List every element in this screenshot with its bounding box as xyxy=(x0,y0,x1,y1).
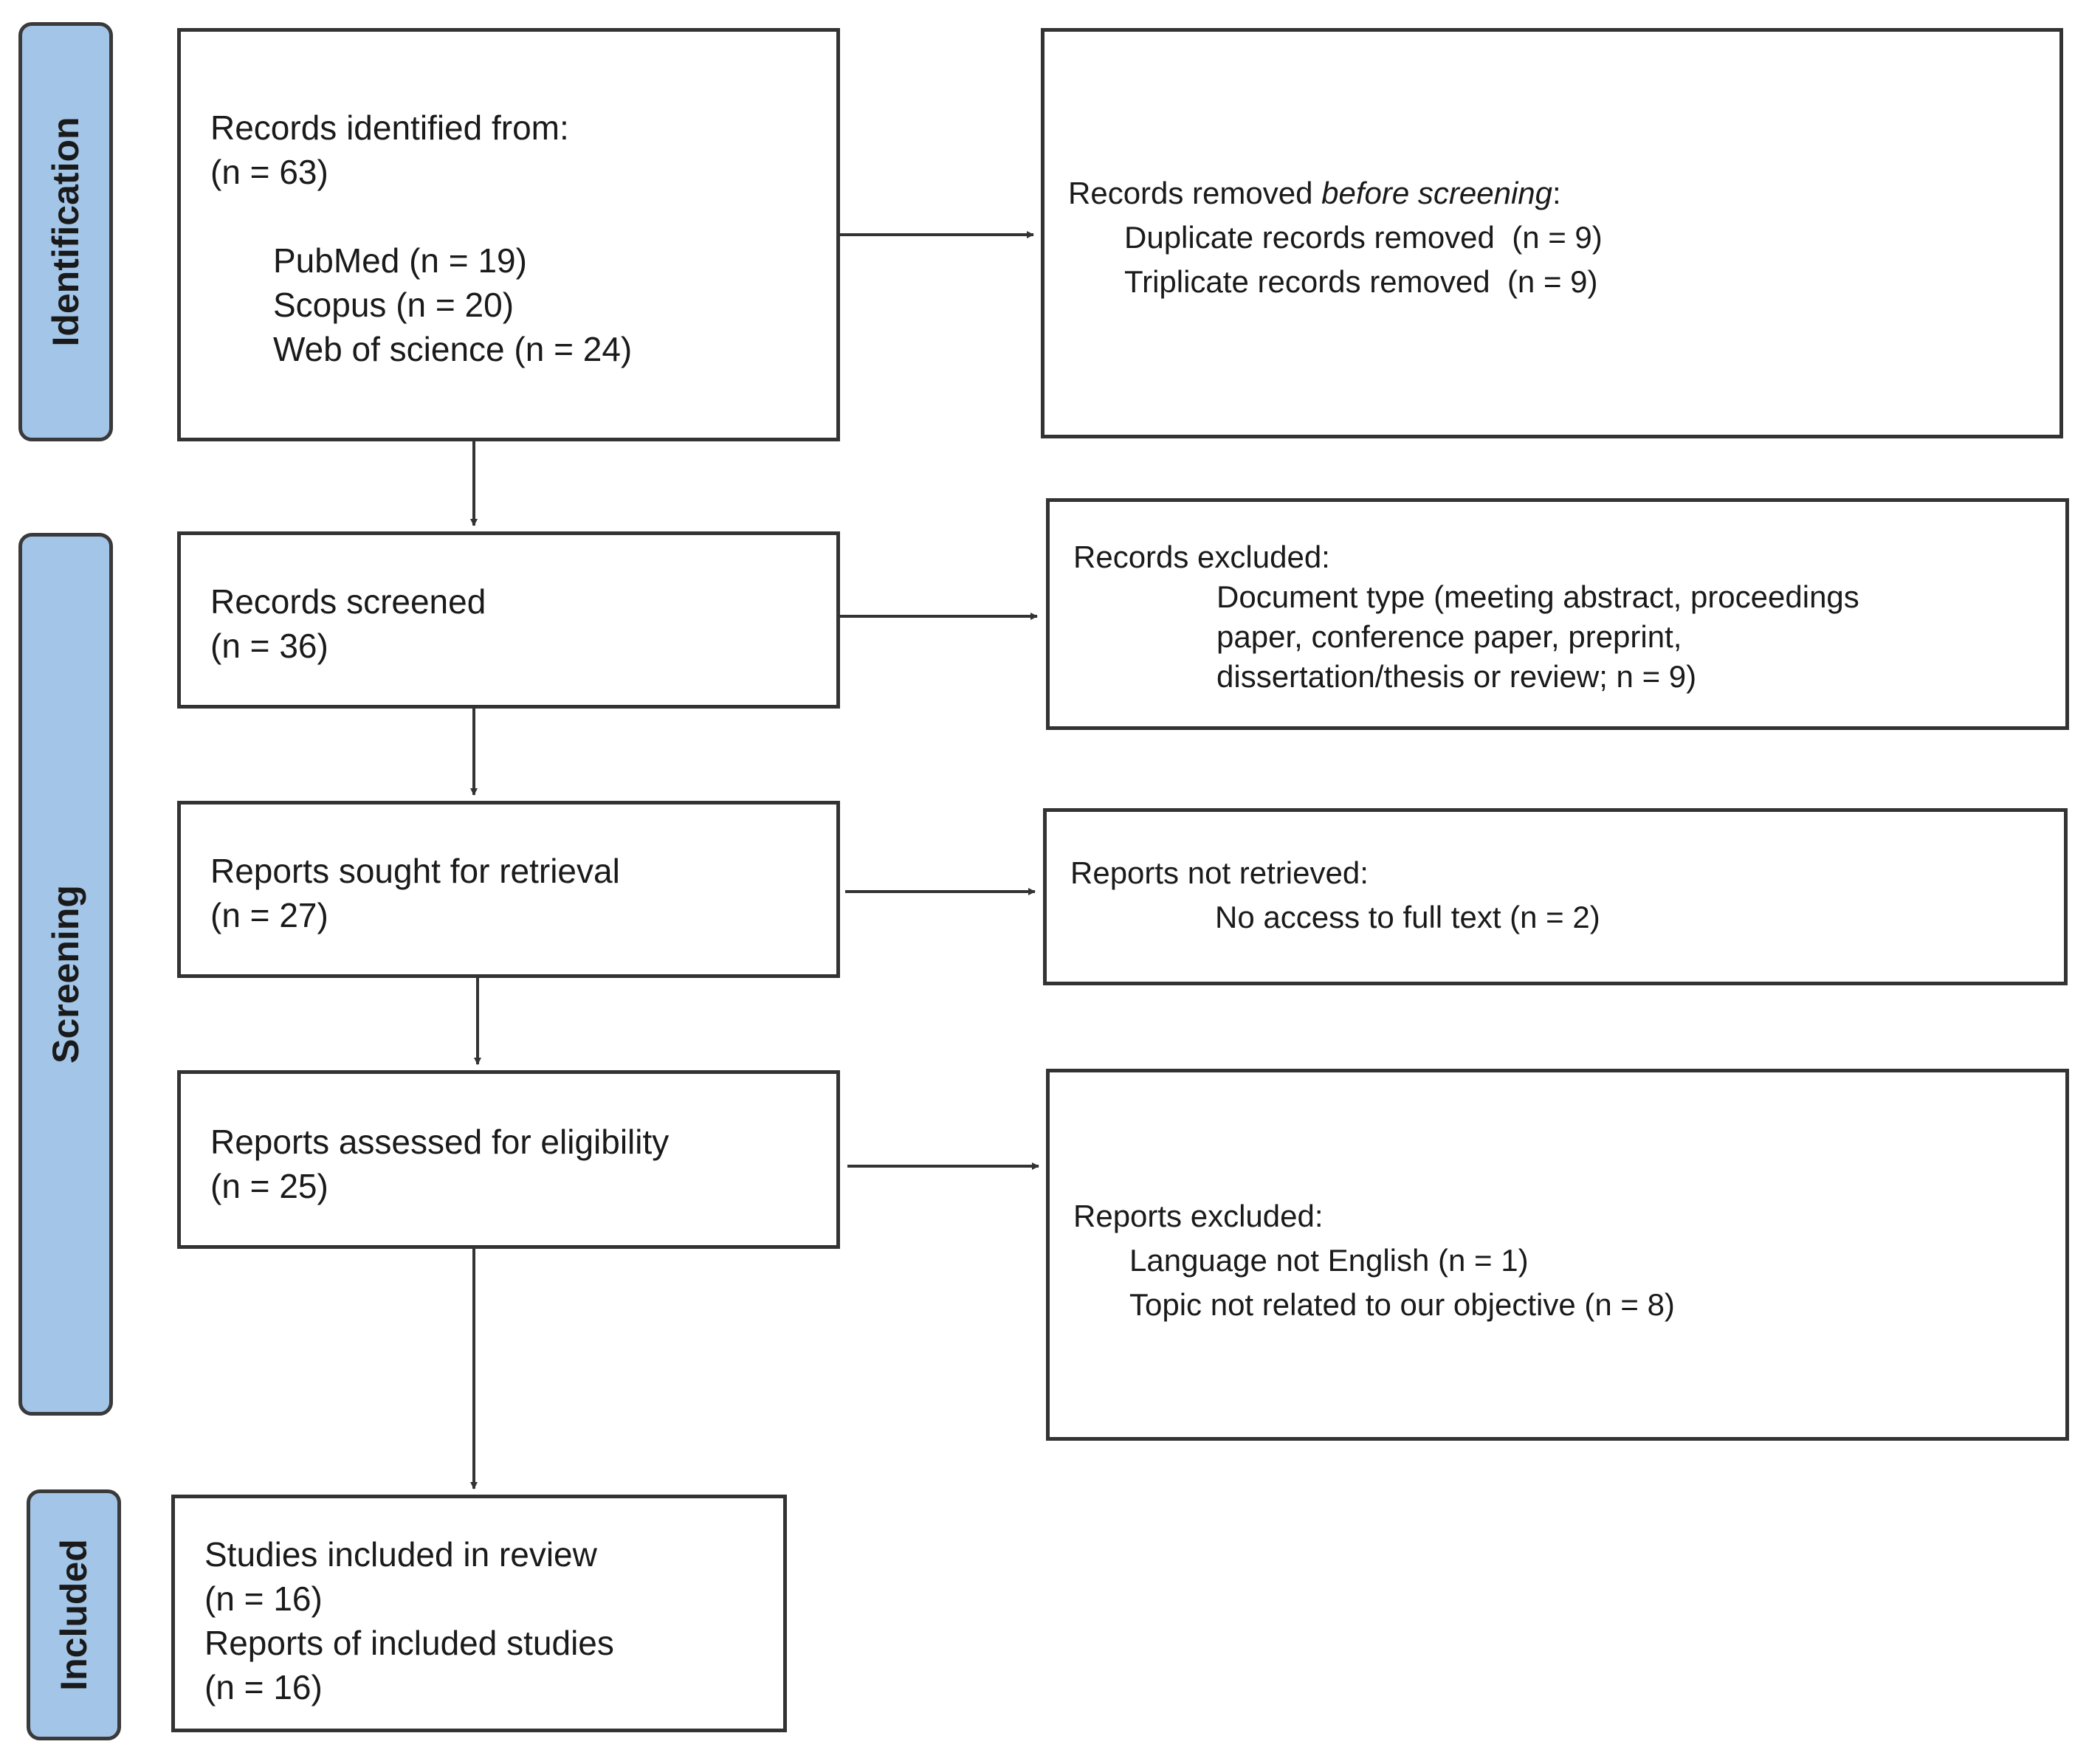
studies-included-count: (n = 16) xyxy=(204,1579,323,1618)
records-identified-count: (n = 63) xyxy=(210,153,328,191)
records-removed-heading-suffix: : xyxy=(1552,176,1561,210)
records-removed-heading-prefix: Records removed xyxy=(1068,176,1322,210)
reports-included-count: (n = 16) xyxy=(204,1668,323,1706)
reports-assessed-box: Reports assessed for eligibility (n = 25… xyxy=(177,1070,840,1249)
stage-screening: Screening xyxy=(18,533,113,1416)
records-excluded-line-2: paper, conference paper, preprint, xyxy=(1216,619,1682,654)
no-access-full-text: No access to full text (n = 2) xyxy=(1215,900,1600,934)
records-excluded-line-1: Document type (meeting abstract, proceed… xyxy=(1216,579,1859,614)
records-removed-heading: Records removed before screening: xyxy=(1068,173,1561,213)
records-removed-box: Records removed before screening: Duplic… xyxy=(1041,28,2063,438)
source-web-of-science: Web of science (n = 24) xyxy=(273,330,633,368)
topic-not-related: Topic not related to our objective (n = … xyxy=(1129,1287,1675,1322)
records-excluded-heading: Records excluded: xyxy=(1073,540,1330,574)
triplicate-records-removed: Triplicate records removed (n = 9) xyxy=(1124,264,1598,299)
reports-excluded-box: Reports excluded: Language not English (… xyxy=(1046,1069,2069,1441)
stage-identification: Identification xyxy=(18,22,113,441)
studies-included-box: Studies included in review (n = 16) Repo… xyxy=(171,1495,787,1732)
records-screened-heading: Records screened xyxy=(210,582,486,621)
stage-included: Included xyxy=(27,1489,121,1740)
records-screened-count: (n = 36) xyxy=(210,627,328,665)
records-excluded-box: Records excluded: Document type (meeting… xyxy=(1046,498,2069,730)
reports-assessed-count: (n = 25) xyxy=(210,1167,328,1205)
reports-assessed-heading: Reports assessed for eligibility xyxy=(210,1123,670,1161)
reports-sought-heading: Reports sought for retrieval xyxy=(210,852,620,890)
records-identified-heading: Records identified from: xyxy=(210,108,569,147)
reports-included-label: Reports of included studies xyxy=(204,1624,614,1662)
source-scopus: Scopus (n = 20) xyxy=(273,286,514,324)
language-not-english: Language not English (n = 1) xyxy=(1129,1243,1529,1278)
reports-not-retrieved-heading: Reports not retrieved: xyxy=(1070,855,1369,890)
records-excluded-line-3: dissertation/thesis or review; n = 9) xyxy=(1216,659,1697,694)
reports-sought-box: Reports sought for retrieval (n = 27) xyxy=(177,801,840,978)
reports-excluded-heading: Reports excluded: xyxy=(1073,1199,1324,1233)
studies-included-label: Studies included in review xyxy=(204,1535,597,1574)
reports-sought-count: (n = 27) xyxy=(210,896,328,934)
duplicate-records-removed: Duplicate records removed (n = 9) xyxy=(1124,220,1603,255)
source-pubmed: PubMed (n = 19) xyxy=(273,241,527,280)
records-screened-box: Records screened (n = 36) xyxy=(177,531,840,709)
records-identified-box: Records identified from: (n = 63) PubMed… xyxy=(177,28,840,441)
records-removed-heading-emphasis: before screening xyxy=(1321,176,1553,210)
reports-not-retrieved-box: Reports not retrieved: No access to full… xyxy=(1043,808,2068,985)
